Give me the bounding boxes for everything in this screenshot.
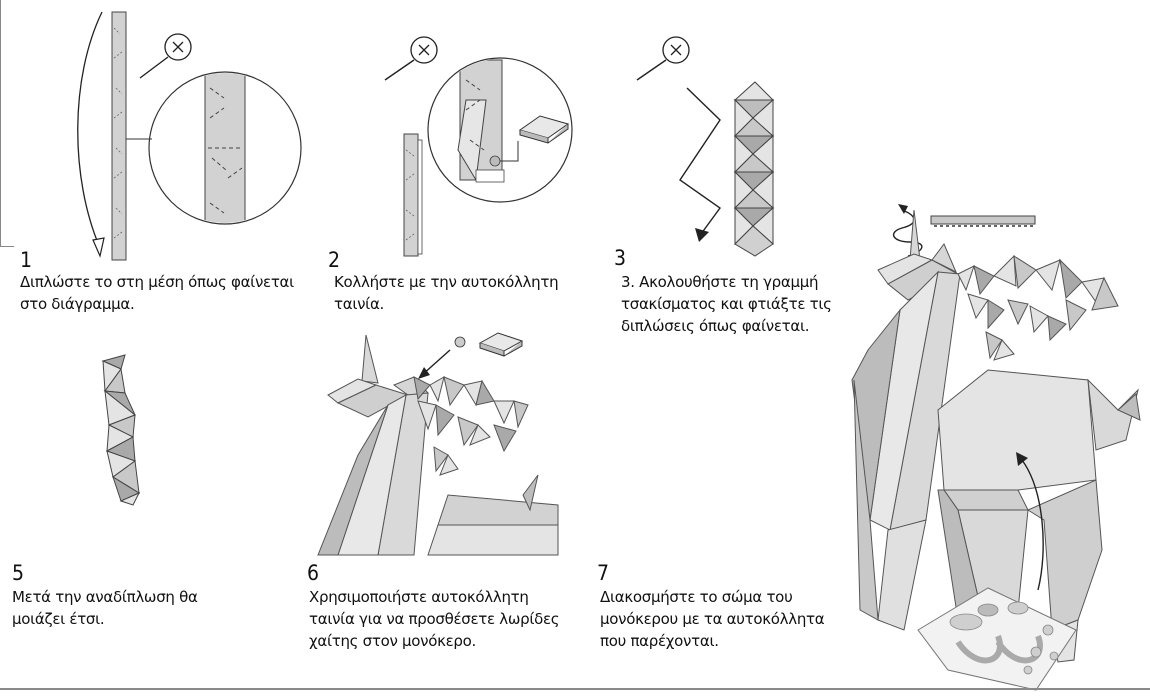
sticker-sheet-icon: [917, 587, 1077, 691]
step-1-caption: Διπλώστε το στη μέση όπως φαίνεται στο δ…: [20, 273, 294, 313]
step-3-figure: [636, 36, 775, 257]
step-3-number: 3: [614, 246, 627, 270]
step-2-caption: Κολλήστε με την αυτοκόλλητη ταινία.: [334, 273, 559, 313]
step-1-number: 1: [20, 248, 33, 272]
step-2-figure: [384, 36, 573, 257]
step-7-number: 7: [597, 561, 610, 585]
bottom-rule: [0, 688, 1150, 690]
glue-dot-icon: [454, 336, 466, 348]
step-6-number: 6: [307, 561, 320, 585]
page-edge-line: [0, 0, 1, 246]
magnifier-icon: [636, 36, 690, 81]
step-7-caption: Διακοσμήστε το σώμα του μονόκερου με τα …: [600, 588, 825, 650]
step-5-figure: [101, 354, 141, 506]
step-6-caption: Χρησιμοποιήστε αυτοκόλλητη ταινία για να…: [309, 588, 560, 650]
page-edge-tick: [0, 246, 14, 247]
step-1-figure: [77, 11, 302, 261]
step-6-figure: [317, 332, 559, 556]
step-7-figure: [851, 204, 1141, 691]
step-5-caption: Μετά την αναδίπλωση θα μοιάζει έτσι.: [12, 588, 198, 628]
step-3-caption: 3. Ακολουθήστε τη γραμμή τσακίσματος και…: [621, 273, 832, 335]
step-2-number: 2: [328, 248, 341, 272]
magnifier-icon: [139, 33, 192, 79]
tape-roll-icon: [518, 115, 570, 144]
magnifier-icon: [384, 36, 438, 81]
tape-roll-icon: [930, 215, 1036, 227]
step-5-number: 5: [12, 561, 25, 585]
tape-roll-icon: [478, 332, 524, 357]
